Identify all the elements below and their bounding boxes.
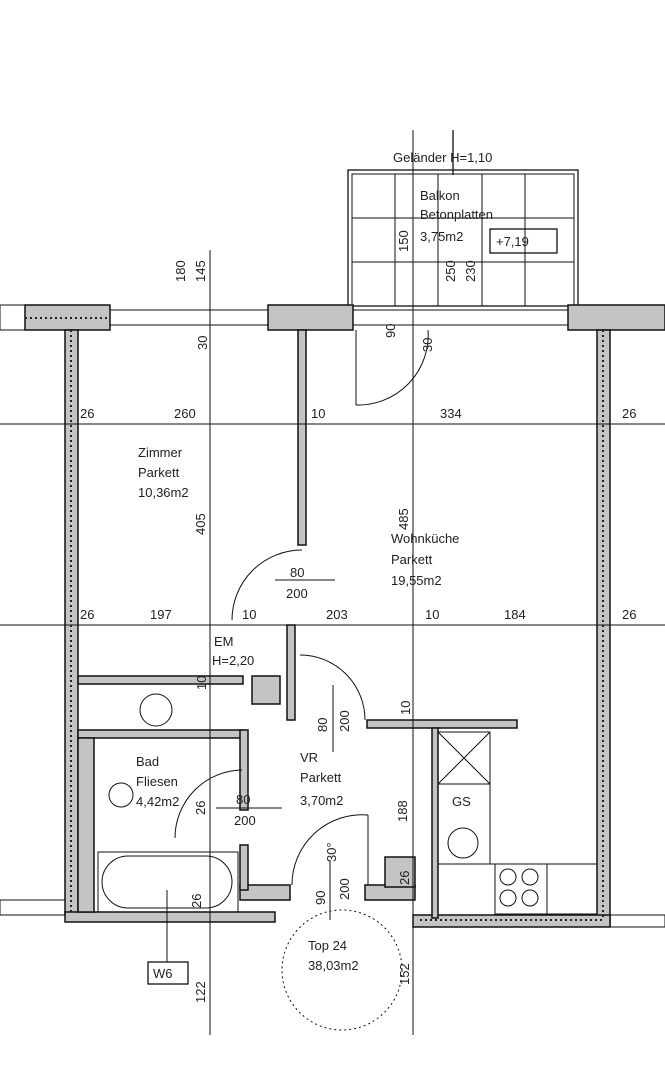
dim: 188: [395, 800, 410, 822]
dim: 180: [173, 260, 188, 282]
room-bad-area: 4,42m2: [136, 794, 179, 809]
balcony-level: +7,19: [496, 234, 529, 249]
dim: 10: [425, 607, 439, 622]
dim: 30: [420, 338, 435, 352]
balcony-floor: Betonplatten: [420, 207, 493, 222]
dim: 26: [80, 607, 94, 622]
dim: 122: [193, 981, 208, 1003]
fixtures: [97, 329, 598, 1031]
dim: 203: [326, 607, 348, 622]
window-tag: W6: [153, 966, 173, 981]
dim: 26: [622, 406, 636, 421]
unit-area: 38,03m2: [308, 958, 359, 973]
room-wohnkueche-floor: Parkett: [391, 552, 433, 567]
room-bad-name: Bad: [136, 754, 159, 769]
room-zimmer-name: Zimmer: [138, 445, 183, 460]
dim: 260: [174, 406, 196, 421]
dim: 10: [311, 406, 325, 421]
door-angle: 30°: [324, 842, 339, 862]
dim: 10: [242, 607, 256, 622]
dim: 10: [398, 701, 413, 715]
door-height: 200: [234, 813, 256, 828]
room-vr-floor: Parkett: [300, 770, 342, 785]
em-height: H=2,20: [212, 653, 254, 668]
room-wohnkueche-name: Wohnküche: [391, 531, 459, 546]
dim: 26: [193, 801, 208, 815]
dim: 405: [193, 513, 208, 535]
door-height: 200: [286, 586, 308, 601]
dim: 250: [443, 260, 458, 282]
room-zimmer-floor: Parkett: [138, 465, 180, 480]
dimension-lines: [0, 130, 665, 1035]
walls: [0, 304, 665, 928]
dim: 334: [440, 406, 462, 421]
room-vr-name: VR: [300, 750, 318, 765]
door-width: 80: [315, 718, 330, 732]
door-width: 90: [313, 891, 328, 905]
dim: 197: [150, 607, 172, 622]
dim: 184: [504, 607, 526, 622]
dim: 145: [193, 260, 208, 282]
balcony: [347, 130, 579, 307]
dim: 26: [622, 607, 636, 622]
dim: 90: [383, 324, 398, 338]
dim: 150: [396, 230, 411, 252]
dim: 30: [195, 336, 210, 350]
room-vr-area: 3,70m2: [300, 793, 343, 808]
dim: 10: [194, 676, 209, 690]
em-label: EM: [214, 634, 234, 649]
gs-label: GS: [452, 794, 471, 809]
dim: 26: [80, 406, 94, 421]
dim: 26: [189, 894, 204, 908]
room-zimmer-area: 10,36m2: [138, 485, 189, 500]
balcony-area: 3,75m2: [420, 229, 463, 244]
balcony-name: Balkon: [420, 188, 460, 203]
dim: 485: [396, 508, 411, 530]
dim: 26: [397, 871, 412, 885]
railing-label: Geländer H=1,10: [393, 150, 492, 165]
door-height: 200: [337, 878, 352, 900]
door-height: 200: [337, 710, 352, 732]
unit-name: Top 24: [308, 938, 347, 953]
room-wohnkueche-area: 19,55m2: [391, 573, 442, 588]
room-bad-floor: Fliesen: [136, 774, 178, 789]
dim: 230: [463, 260, 478, 282]
door-width: 80: [290, 565, 304, 580]
dim: 152: [397, 963, 412, 985]
door-width: 80: [236, 792, 250, 807]
